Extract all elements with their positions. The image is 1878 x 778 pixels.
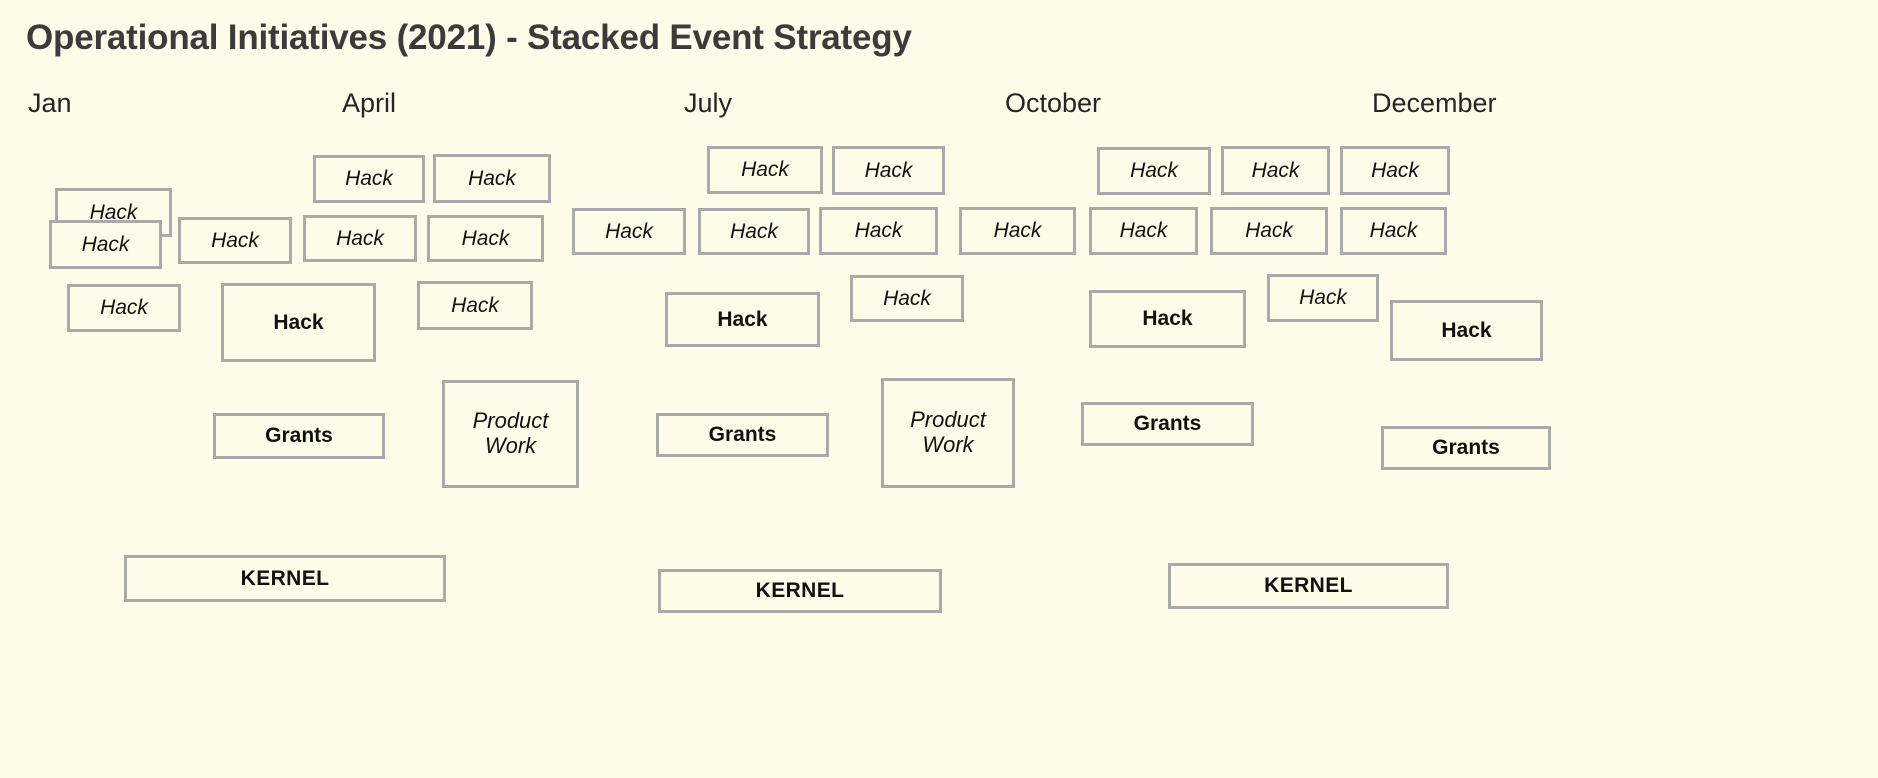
x-axis-tick-jan: Jan: [28, 88, 72, 118]
event-box-label: Hack: [717, 307, 768, 331]
event-box-hack[interactable]: Hack: [1267, 274, 1379, 322]
event-box-label: Hack: [854, 219, 903, 243]
event-box-label: Hack: [730, 219, 778, 243]
event-box-label: Grants: [1133, 412, 1202, 436]
event-box-hack[interactable]: Hack: [572, 208, 686, 255]
x-axis-tick-july: July: [684, 88, 733, 118]
event-box-hack[interactable]: Hack: [819, 207, 938, 255]
event-box-hack[interactable]: Hack: [1340, 146, 1450, 195]
event-box-label: Grants: [1432, 436, 1500, 460]
event-box-kernel[interactable]: KERNEL: [124, 555, 446, 602]
event-box-hack[interactable]: Hack: [1390, 300, 1543, 361]
event-box-hack[interactable]: Hack: [1089, 207, 1198, 255]
event-box-hack[interactable]: Hack: [1340, 207, 1447, 255]
event-box-hack[interactable]: Hack: [1089, 290, 1246, 348]
event-box-grants[interactable]: Grants: [1081, 402, 1254, 446]
event-box-label: Hack: [468, 166, 516, 190]
event-box-label: Hack: [451, 293, 499, 317]
event-box-label: Hack: [461, 226, 510, 250]
event-box-kernel[interactable]: KERNEL: [1168, 563, 1449, 609]
x-axis-tick-april: April: [342, 88, 397, 118]
event-box-label: Hack: [100, 296, 148, 320]
event-box-hack[interactable]: Hack: [221, 283, 376, 362]
event-box-label: KERNEL: [240, 566, 330, 590]
event-box-label: Grants: [265, 424, 333, 448]
event-box-label: KERNEL: [755, 579, 845, 603]
event-box-label: Hack: [1441, 318, 1492, 342]
event-box-hack[interactable]: Hack: [178, 217, 292, 264]
event-box-hack[interactable]: Hack: [698, 208, 810, 255]
event-box-label: Hack: [1245, 219, 1293, 243]
event-box-label: Hack: [211, 228, 259, 252]
event-box-grants[interactable]: Grants: [213, 413, 385, 459]
event-box-label: KERNEL: [1264, 574, 1353, 598]
event-box-hack[interactable]: Hack: [959, 207, 1076, 255]
event-box-label: Hack: [1130, 159, 1178, 183]
event-box-label: Hack: [1371, 158, 1419, 182]
event-box-label: Hack: [273, 310, 324, 334]
page-title: Operational Initiatives (2021) - Stacked…: [26, 18, 912, 57]
event-box-label: Hack: [1299, 286, 1347, 310]
event-box-label: Hack: [993, 219, 1042, 243]
event-box-label: Hack: [345, 167, 393, 191]
event-box-hack[interactable]: Hack: [303, 215, 417, 262]
event-box-hack[interactable]: Hack: [832, 146, 945, 195]
event-box-label: Grants: [708, 423, 777, 447]
event-box-label: Hack: [1369, 219, 1418, 243]
event-box-label: Hack: [1142, 307, 1193, 331]
event-box-hack[interactable]: Hack: [417, 281, 533, 330]
event-box-hack[interactable]: Hack: [665, 292, 820, 347]
event-box-hack[interactable]: Hack: [1221, 146, 1330, 195]
event-box-label: Hack: [1251, 158, 1300, 182]
event-box-hack[interactable]: Hack: [850, 275, 964, 322]
event-box-label: Hack: [1119, 219, 1168, 243]
event-box-label: Hack: [336, 226, 384, 250]
x-axis-tick-december: December: [1372, 88, 1497, 118]
event-box-hack[interactable]: Hack: [427, 215, 544, 262]
x-axis-tick-october: October: [1005, 88, 1102, 118]
event-box-hack[interactable]: Hack: [67, 284, 181, 332]
event-box-hack[interactable]: Hack: [313, 155, 425, 203]
event-box-label: Hack: [883, 286, 931, 310]
event-box-kernel[interactable]: KERNEL: [658, 569, 942, 613]
event-box-label: Hack: [605, 219, 653, 243]
event-box-hack[interactable]: Hack: [1097, 147, 1211, 195]
event-box-hack[interactable]: Hack: [1210, 207, 1328, 255]
event-box-label: Hack: [741, 158, 789, 182]
event-box-hack[interactable]: Hack: [49, 220, 162, 269]
event-box-hack[interactable]: Hack: [433, 154, 551, 203]
event-box-label: Hack: [864, 158, 913, 182]
event-box-grants[interactable]: Grants: [656, 413, 829, 457]
event-box-label: Hack: [81, 232, 130, 256]
event-box-grants[interactable]: Grants: [1381, 426, 1551, 470]
event-box-hack[interactable]: Hack: [707, 146, 823, 194]
